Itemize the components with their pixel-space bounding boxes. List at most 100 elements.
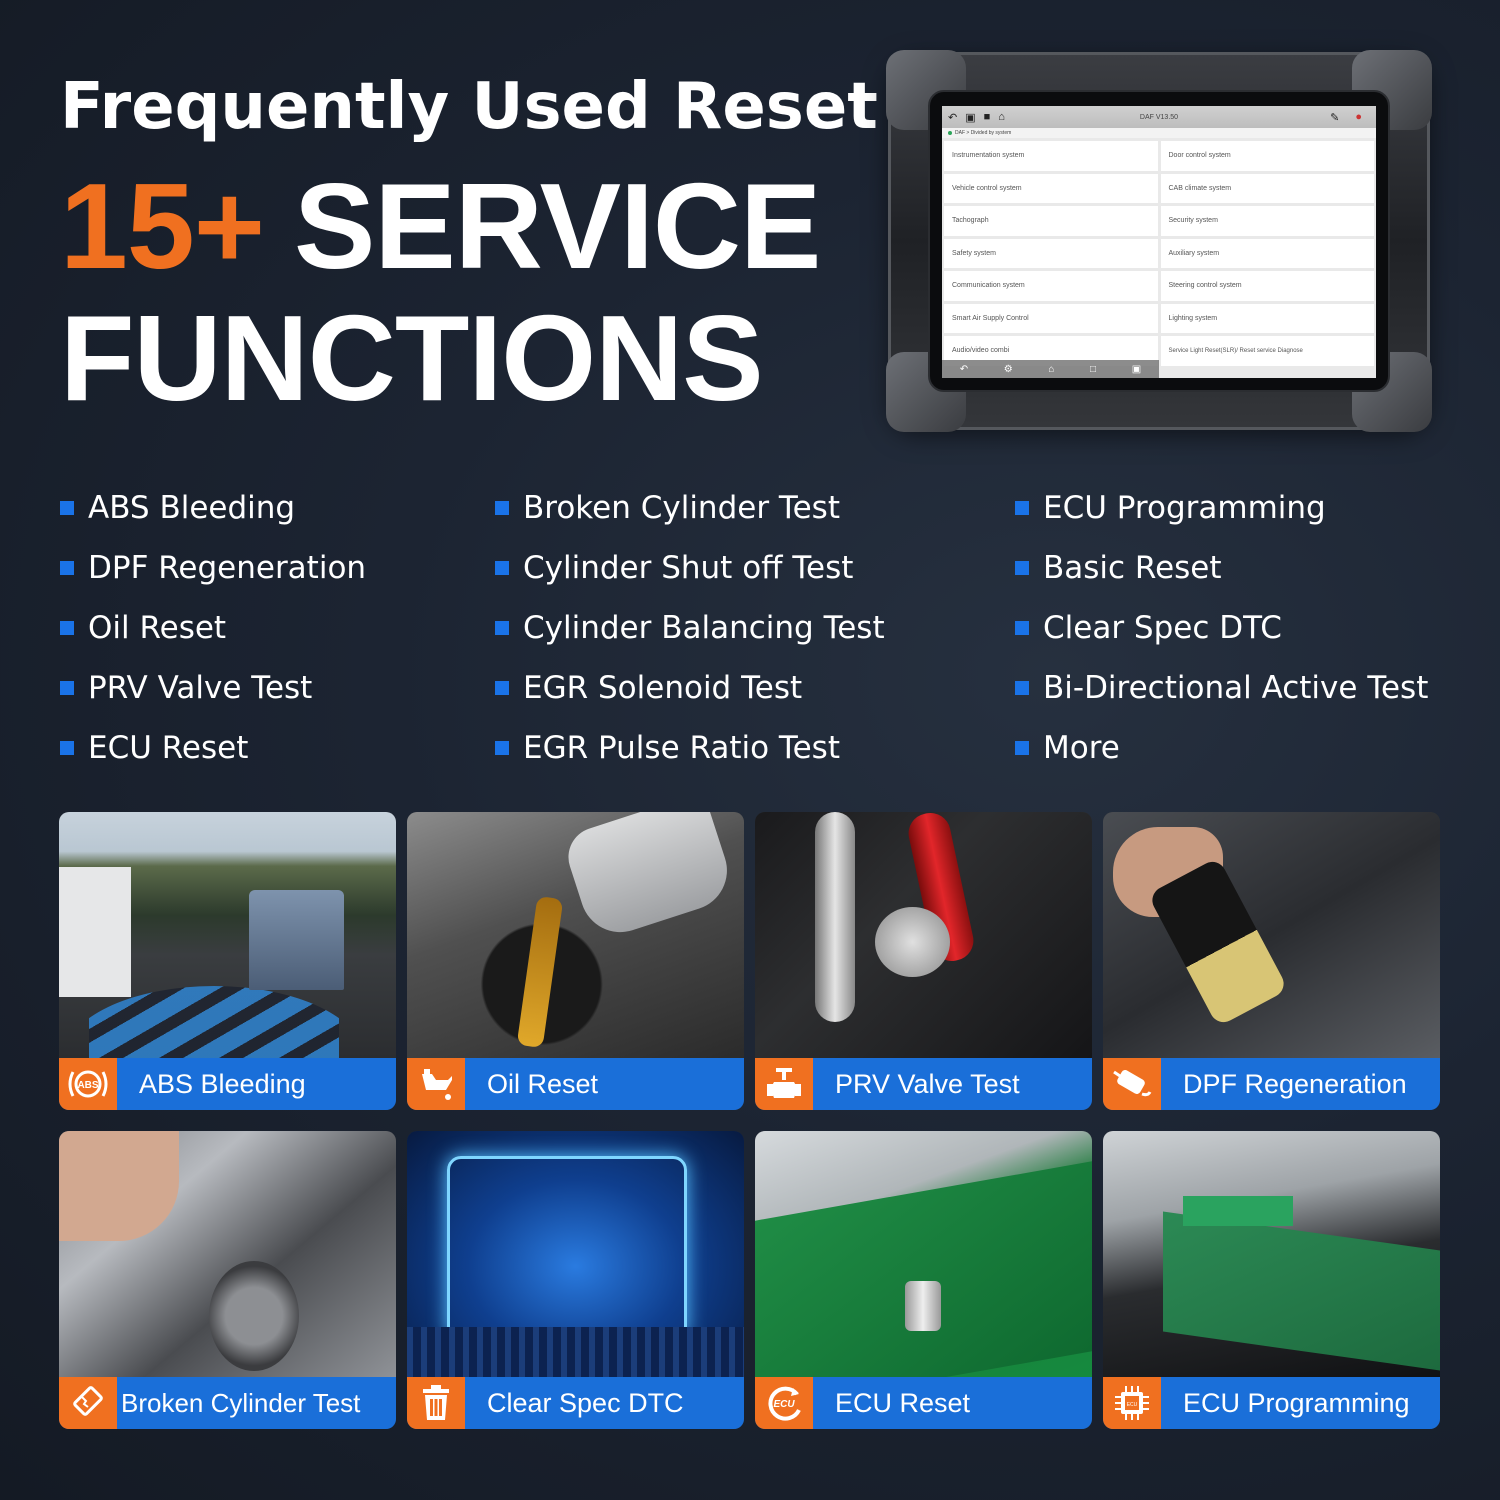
filter-photo (1103, 812, 1440, 1058)
card-ecu-programming: ECU ECU Programming (1103, 1131, 1440, 1429)
system-item[interactable]: Safety system (944, 238, 1158, 268)
oil-can-icon (407, 1058, 465, 1110)
feature-item: DPF Regeneration (60, 538, 495, 598)
system-item[interactable]: Lighting system (1160, 303, 1374, 333)
diagnostic-tablet: ↶ ▣ ■ ⌂ DAF V13.50 ✎ ● DAF > Divided by … (886, 50, 1432, 432)
feature-column-3: ECU Programming Basic Reset Clear Spec D… (1015, 478, 1460, 778)
feature-item: ECU Reset (60, 718, 495, 778)
headline-line-2: FUNCTIONS (60, 290, 764, 426)
system-item[interactable]: CAB climate system (1160, 173, 1374, 203)
card-prv-valve-test: PRV Valve Test (755, 812, 1092, 1110)
card-label-bar: ECU ECU Programming (1103, 1377, 1440, 1429)
screenshot-icon[interactable]: ▣ (965, 111, 976, 124)
card-label-bar: PRV Valve Test (755, 1058, 1092, 1110)
card-clear-spec-dtc: Clear Spec DTC (407, 1131, 744, 1429)
nav-vci-icon[interactable]: ⚙ (1003, 363, 1013, 375)
function-cards: ABS ABS Bleeding Oil Reset PRV Valve Tes… (59, 812, 1440, 1429)
headline: Frequently Used Reset 15+SERVICE FUNCTIO… (60, 68, 878, 424)
bullet-icon (495, 501, 509, 515)
feature-column-2: Broken Cylinder Test Cylinder Shut off T… (495, 478, 1015, 778)
bullet-icon (60, 741, 74, 755)
valve-icon (755, 1058, 813, 1110)
bullet-icon (495, 681, 509, 695)
bullet-icon (60, 681, 74, 695)
status-dot-icon (948, 131, 952, 135)
feature-label: Cylinder Shut off Test (523, 550, 854, 586)
bullet-icon (1015, 561, 1029, 575)
svg-text:ECU: ECU (1127, 1402, 1138, 1408)
card-dpf-regeneration: DPF Regeneration (1103, 812, 1440, 1110)
system-item[interactable]: Tachograph (944, 206, 1158, 236)
nav-back-icon[interactable]: ↶ (959, 363, 969, 375)
system-list: Instrumentation system Door control syst… (942, 138, 1376, 366)
card-broken-cylinder-test: Broken Cylinder Test (59, 1131, 396, 1429)
card-label: PRV Valve Test (835, 1068, 1020, 1099)
abs-icon: ABS (59, 1058, 117, 1110)
system-item[interactable]: Instrumentation system (944, 141, 1158, 171)
nav-recent-icon[interactable]: □ (1090, 363, 1097, 375)
bullet-icon (60, 621, 74, 635)
card-label: ECU Reset (835, 1387, 971, 1418)
oil-pour-photo (407, 812, 744, 1058)
ecu-programming-photo (1103, 1131, 1440, 1377)
card-label: Clear Spec DTC (487, 1387, 684, 1418)
breadcrumb-text: DAF > Divided by system (955, 130, 1012, 136)
feature-item: ECU Programming (1015, 478, 1460, 538)
card-label: ABS Bleeding (139, 1068, 306, 1099)
feature-item: Basic Reset (1015, 538, 1460, 598)
feature-item: Cylinder Balancing Test (495, 598, 1015, 658)
card-label-bar: Oil Reset (407, 1058, 744, 1110)
feature-item: EGR Pulse Ratio Test (495, 718, 1015, 778)
screen-title: DAF V13.50 (1139, 113, 1179, 121)
feature-label: DPF Regeneration (88, 550, 367, 586)
feature-label: Clear Spec DTC (1043, 610, 1282, 646)
home-icon[interactable]: ⌂ (998, 111, 1005, 123)
feature-item: EGR Solenoid Test (495, 658, 1015, 718)
feature-label: Broken Cylinder Test (523, 490, 840, 526)
trash-icon (407, 1377, 465, 1429)
feature-label: Oil Reset (88, 610, 227, 646)
truck-road-photo (59, 812, 396, 1058)
system-item[interactable]: Vehicle control system (944, 173, 1158, 203)
bullet-icon (60, 561, 74, 575)
system-item[interactable]: Auxiliary system (1160, 238, 1374, 268)
feature-item: Broken Cylinder Test (495, 478, 1015, 538)
circuit-board-photo (755, 1131, 1092, 1411)
nav-screenshot-icon[interactable]: ▣ (1131, 363, 1142, 375)
tablet-bezel: ↶ ▣ ■ ⌂ DAF V13.50 ✎ ● DAF > Divided by … (928, 90, 1390, 392)
card-label: Broken Cylinder Test (121, 1387, 361, 1418)
card-label-bar: Clear Spec DTC (407, 1377, 744, 1429)
card-label-bar: Broken Cylinder Test (59, 1377, 396, 1429)
back-icon[interactable]: ↶ (948, 111, 958, 124)
system-item[interactable]: Smart Air Supply Control (944, 303, 1158, 333)
system-item[interactable]: Door control system (1160, 141, 1374, 171)
feature-item: Cylinder Shut off Test (495, 538, 1015, 598)
feature-label: ABS Bleeding (88, 490, 296, 526)
bullet-icon (1015, 741, 1029, 755)
broken-cylinder-icon (59, 1377, 117, 1429)
turbo-engine-photo (755, 812, 1092, 1058)
system-item[interactable]: Steering control system (1160, 271, 1374, 301)
card-label: ECU Programming (1183, 1387, 1410, 1418)
feature-label: Cylinder Balancing Test (523, 610, 885, 646)
feature-list: ABS Bleeding DPF Regeneration Oil Reset … (60, 478, 1460, 778)
svg-text:ECU: ECU (773, 1399, 795, 1410)
headline-subtitle: Frequently Used Reset (60, 70, 878, 144)
vci-status-icon[interactable]: ● (1355, 111, 1362, 123)
feature-item: ABS Bleeding (60, 478, 495, 538)
screen-toolbar: ↶ ▣ ■ ⌂ DAF V13.50 ✎ ● (942, 106, 1376, 128)
nav-home-icon[interactable]: ⌂ (1048, 363, 1055, 375)
video-icon[interactable]: ■ (983, 111, 991, 123)
system-item[interactable]: Service Light Reset(SLR)/ Reset service … (1160, 336, 1374, 366)
card-label-bar: ABS ABS Bleeding (59, 1058, 396, 1110)
bullet-icon (1015, 621, 1029, 635)
feature-label: ECU Programming (1043, 490, 1326, 526)
card-label: Oil Reset (487, 1068, 599, 1099)
system-item[interactable]: Communication system (944, 271, 1158, 301)
bullet-icon (1015, 501, 1029, 515)
bullet-icon (495, 741, 509, 755)
system-item[interactable]: Security system (1160, 206, 1374, 236)
edit-icon[interactable]: ✎ (1330, 111, 1340, 124)
card-label: DPF Regeneration (1183, 1068, 1407, 1099)
card-ecu-reset: ECU ECU Reset (755, 1131, 1092, 1429)
